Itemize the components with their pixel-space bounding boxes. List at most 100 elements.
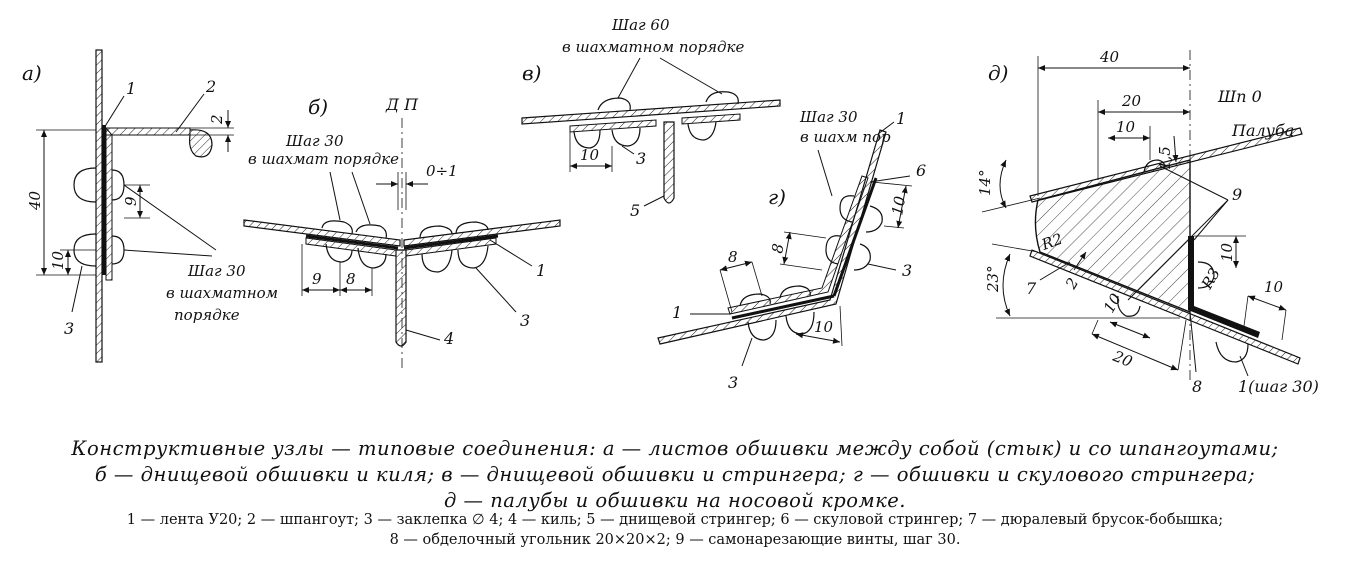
hull-skin	[1029, 249, 1301, 365]
rivet-tail	[325, 243, 353, 263]
chine-skin	[657, 129, 887, 345]
screw-head	[1117, 295, 1141, 317]
rivet-head	[419, 225, 453, 239]
callout-3: 3	[64, 319, 74, 338]
rivet-tail	[457, 245, 489, 269]
frame-bulb	[189, 129, 213, 158]
figure-legend: 1 — лента У20; 2 — шпангоут; 3 — заклепк…	[20, 510, 1330, 550]
figure-a-title: а)	[22, 61, 42, 85]
callout-1: 1	[536, 261, 546, 280]
callout-2: 2	[205, 77, 216, 96]
dim-8-side: 8	[768, 242, 787, 255]
rivet-tail	[785, 311, 815, 335]
frame-flange	[105, 127, 191, 136]
legend-line: 8 — обделочный угольник 20×20×2; 9 — сам…	[389, 532, 961, 548]
strip	[102, 125, 106, 275]
rivet-head	[825, 235, 841, 265]
rivet-tail	[687, 121, 717, 141]
dim-23deg: 23°	[984, 265, 1002, 293]
figure-b: б) Д П 9 8 0÷1	[243, 95, 561, 370]
dim-2: 2	[208, 114, 226, 125]
note-b-line1: Шаг 30	[285, 132, 344, 150]
callout-1-top: 1	[896, 109, 906, 128]
duralumin-block	[1034, 159, 1191, 314]
rivet-head	[705, 91, 739, 105]
figure-v-title: в)	[522, 61, 541, 85]
skin-plate	[95, 49, 103, 363]
callout-9: 9	[1232, 185, 1242, 204]
legend-line: 1 — лента У20; 2 — шпангоут; 3 — заклепк…	[126, 512, 1224, 528]
keel-flange-left	[305, 237, 397, 257]
rivet-head	[355, 224, 387, 239]
dim-10-lowright: 10	[1264, 278, 1284, 296]
rivet-head	[73, 167, 97, 203]
callout-4: 4	[443, 329, 454, 348]
rivet-head	[839, 195, 855, 223]
note-v-line1: Шаг 60	[611, 16, 670, 34]
callout-5: 5	[630, 201, 640, 220]
dim-10: 10	[49, 250, 67, 270]
dim-8: 8	[346, 270, 356, 288]
callout-1-step: 1(шаг 30)	[1238, 377, 1319, 396]
screw-head	[1143, 159, 1165, 173]
callout-3: 3	[636, 149, 646, 168]
figure-b-title: б)	[308, 95, 328, 119]
dim-14deg: 14°	[976, 169, 994, 196]
label-deck: Палуба	[1231, 121, 1294, 140]
stringer-web	[663, 121, 675, 204]
bottom-skin	[521, 99, 781, 125]
note-g-line1: Шаг 30	[799, 108, 858, 126]
technical-drawing: а) 40 10 2 9 1 2	[22, 16, 1319, 396]
rivet-tail	[573, 129, 601, 149]
figure-caption: Конструктивные узлы — типовые соединения…	[20, 436, 1330, 514]
bottom-skin-left	[243, 219, 401, 247]
figure-g: г) Шаг 30 в шахм пор 8 10 8 10	[657, 108, 926, 392]
callout-6: 6	[916, 161, 926, 180]
figure-d: д) Шп 0 Палуба R2 R3 40 20 10 1,5	[976, 48, 1319, 396]
figure-a: а) 40 10 2 9 1 2	[22, 49, 278, 363]
rivet-head	[739, 293, 771, 307]
rivet-tail	[1215, 341, 1249, 363]
rivet-tail	[747, 319, 777, 341]
note-a-line1: Шаг 30	[187, 262, 246, 280]
figure-v: в) Шаг 60 в шахматном порядке 10 3 5	[521, 16, 781, 220]
note-g-line2: в шахм пор	[800, 128, 891, 146]
note-a-line2: в шахматном	[166, 284, 278, 302]
rivet-tail	[611, 127, 641, 147]
dim-10-top: 10	[1116, 118, 1136, 136]
stringer-flange-left	[569, 119, 657, 133]
rivet-tail	[111, 235, 125, 265]
rivet-tail	[853, 243, 871, 271]
dim-9: 9	[122, 196, 140, 206]
dim-2: 2	[1061, 275, 1082, 293]
dim-40: 40	[1099, 48, 1120, 66]
dim-10: 10	[580, 146, 600, 164]
dim-gap: 0÷1	[426, 162, 458, 180]
dim-20: 20	[1121, 92, 1142, 110]
note-b-line2: в шахмат порядке	[248, 150, 399, 168]
dim-1-5: 1,5	[1156, 146, 1174, 170]
rivet-tail	[111, 169, 125, 201]
rivet-head	[597, 97, 631, 111]
figure-g-title: г)	[768, 185, 786, 209]
callout-3-side: 3	[902, 261, 912, 280]
stringer-flange-right	[681, 113, 741, 125]
dim-9: 9	[312, 270, 322, 288]
rivet-head	[321, 220, 353, 235]
caption-line: б — днищевой обшивки и киля; в — днищево…	[94, 463, 1256, 486]
label-frame-0: Шп 0	[1217, 87, 1262, 106]
bottom-skin-right	[403, 219, 561, 247]
callout-1: 1	[126, 79, 136, 98]
callout-1-bottom: 1	[672, 303, 682, 322]
caption-line: Конструктивные узлы — типовые соединения…	[71, 437, 1279, 460]
callout-7: 7	[1026, 279, 1037, 298]
rivet-head	[779, 285, 811, 299]
top-label-dp: Д П	[385, 95, 419, 114]
dim-10-bottom: 10	[814, 318, 834, 336]
rivet-tail	[421, 249, 453, 273]
callout-3-bottom: 3	[728, 373, 738, 392]
figure-d-title: д)	[988, 61, 1008, 85]
frame-web	[105, 126, 113, 281]
rivet-head	[455, 221, 489, 235]
label-r3: R3	[1197, 265, 1224, 293]
